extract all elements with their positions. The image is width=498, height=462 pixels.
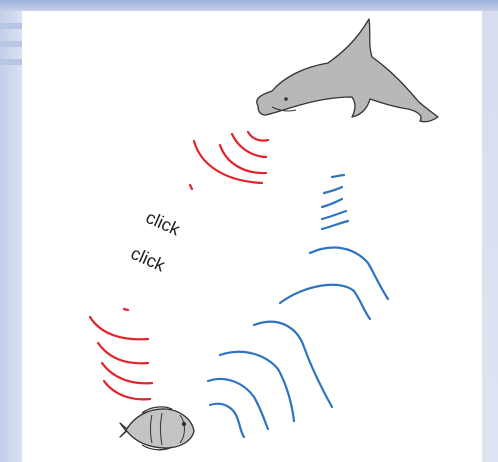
dolphin-icon (257, 19, 438, 122)
outgoing-click-waves-upper (190, 132, 268, 189)
wave-arc (210, 404, 244, 437)
wave-arc (332, 175, 344, 177)
wave-arc (98, 343, 148, 363)
left-band-stripe (0, 41, 22, 47)
wave-arc (232, 134, 266, 157)
wave-arc (324, 187, 342, 193)
wave-arc (124, 309, 128, 310)
wave-arc (322, 221, 348, 229)
slide-left-band (0, 11, 22, 462)
echo-waves (208, 175, 388, 437)
left-band-stripe (0, 59, 22, 65)
wave-arc (102, 363, 152, 383)
wave-arc (248, 132, 268, 141)
wave-arc (190, 185, 192, 189)
left-band-stripe (0, 23, 22, 29)
wave-arc (322, 211, 346, 219)
echolocation-diagram: click click (22, 11, 482, 462)
wave-arc (280, 285, 370, 319)
wave-arc (90, 317, 148, 339)
fish-icon (120, 407, 194, 450)
outgoing-click-waves-lower (90, 309, 152, 399)
diagram-svg (22, 11, 482, 462)
wave-arc (194, 141, 262, 183)
wave-arc (220, 352, 294, 421)
wave-arc (310, 248, 388, 299)
slide-top-band (0, 0, 498, 11)
wave-arc (254, 322, 332, 407)
wave-arc (322, 199, 342, 207)
